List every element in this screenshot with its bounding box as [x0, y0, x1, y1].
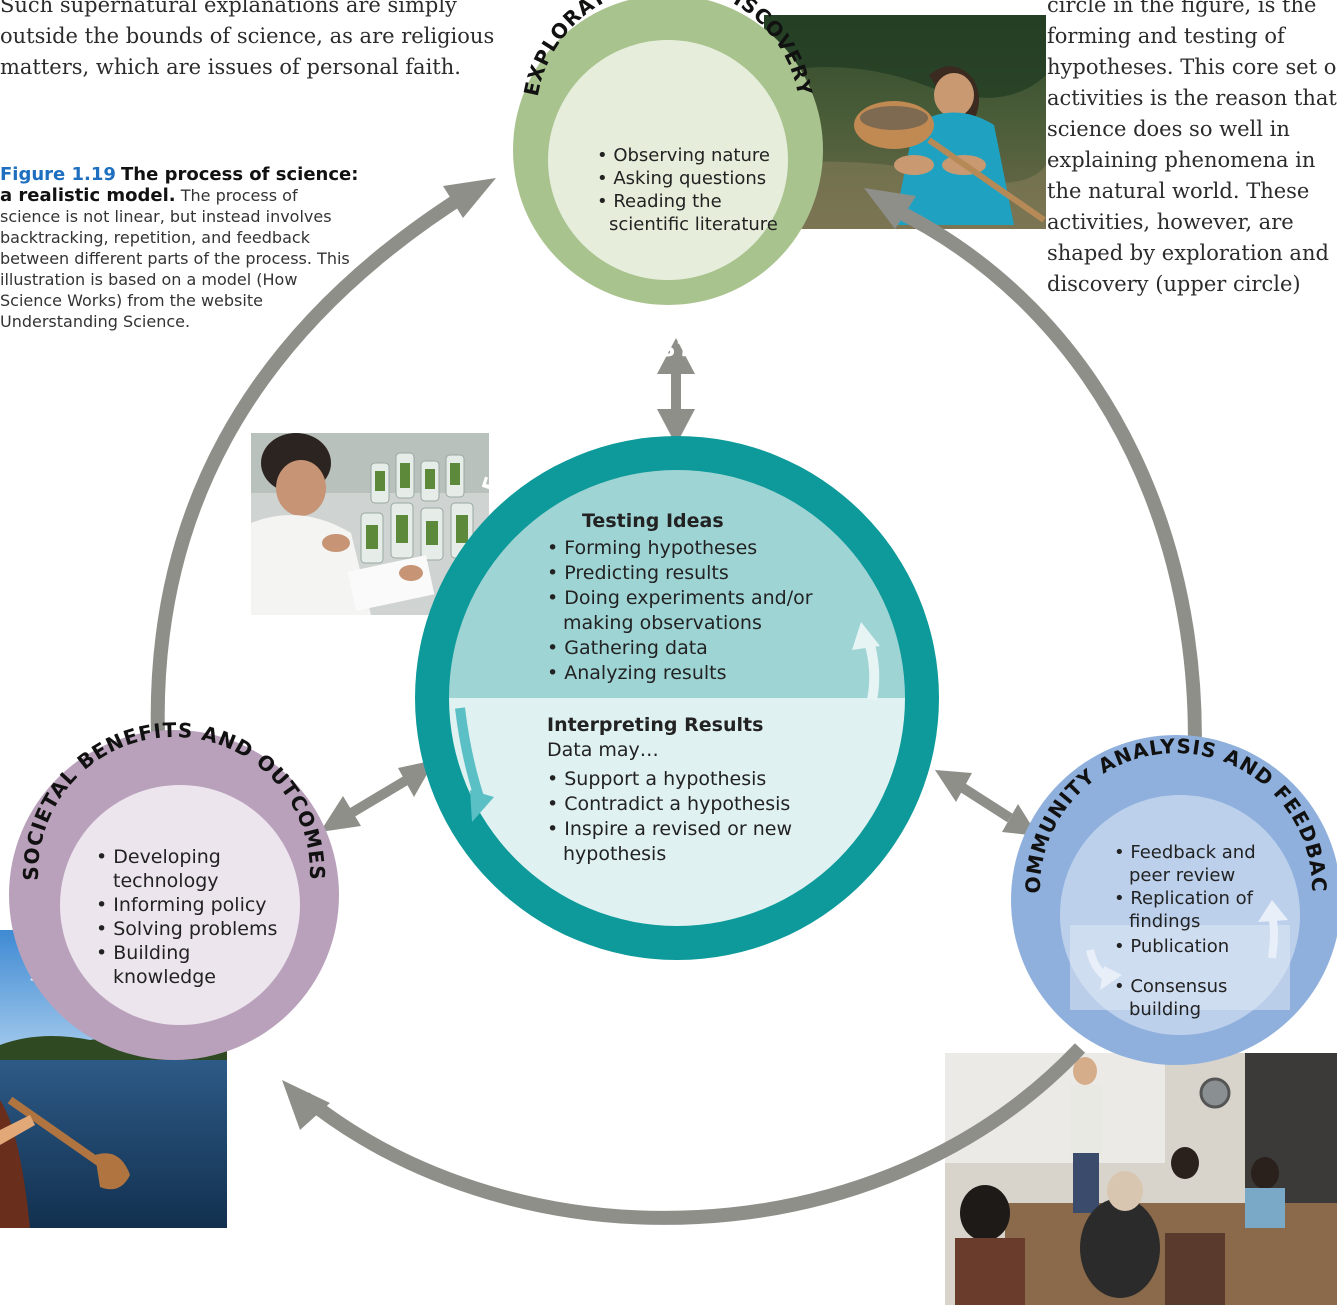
community-arrowhead-down	[1100, 966, 1122, 990]
meeting-photo	[945, 1053, 1337, 1305]
societal-item-1: • Developing	[96, 846, 221, 868]
interpreting-item-1: • Support a hypothesis	[547, 768, 766, 790]
testing-item-4: making observations	[563, 612, 762, 634]
interpreting-item-4: hypothesis	[563, 843, 666, 865]
societal-item-5: • Building	[96, 942, 190, 964]
figure-caption: Figure 1.19 The process of science: a re…	[0, 164, 360, 332]
testing-ideas-heading: Testing Ideas	[582, 510, 724, 532]
arrow-exploration-to-community	[882, 198, 1202, 821]
testing-item-3: • Doing experiments and/or	[547, 587, 813, 609]
interpreting-sub: Data may…	[547, 739, 659, 761]
interpreting-item-3: • Inspire a revised or new	[547, 818, 792, 840]
arrowhead-societal-left	[320, 796, 361, 832]
societal-item-4: • Solving problems	[96, 918, 277, 940]
community-item-2: peer review	[1129, 865, 1235, 886]
testing-circle: FORMING AND TESTING HYPOTHESES Testing I…	[415, 337, 939, 960]
community-arrowhead-up	[1258, 900, 1288, 922]
community-item-3: • Replication of	[1114, 888, 1254, 909]
interpreting-heading: Interpreting Results	[547, 714, 763, 736]
exploration-item-1: • Observing nature	[597, 145, 770, 166]
double-arrow-testing-community	[957, 781, 1013, 823]
community-item-7: building	[1129, 999, 1201, 1020]
exploration-inner	[548, 40, 788, 280]
testing-item-1: • Forming hypotheses	[547, 537, 757, 559]
community-lower-panel	[1070, 925, 1290, 1010]
arrowhead-exploration-right	[864, 188, 916, 229]
figure-caption-text: The process of science is not linear, bu…	[0, 186, 350, 331]
testing-item-2: • Predicting results	[547, 562, 729, 584]
societal-circle: SOCIETAL BENEFITS AND OUTCOMES • Develop…	[9, 718, 339, 1060]
community-arrow-up	[1268, 916, 1278, 959]
arrowhead-exploration	[443, 178, 496, 218]
arrowhead-societal	[282, 1080, 330, 1130]
inner-arrow-down	[455, 707, 485, 802]
side-paragraph: circle in the figure, is the forming and…	[1047, 0, 1337, 296]
exploration-circle: EXPLORATION AND DISCOVERY • Observing na…	[513, 0, 823, 305]
arrowhead-testing-right	[935, 770, 972, 802]
exploration-item-2: • Asking questions	[597, 168, 766, 189]
exploration-item-3: • Reading the	[597, 191, 722, 212]
societal-item-3: • Informing policy	[96, 894, 267, 916]
community-item-4: findings	[1129, 911, 1200, 932]
societal-item-6: knowledge	[113, 966, 216, 988]
testing-item-5: • Gathering data	[547, 637, 708, 659]
exploration-item-4: scientific literature	[609, 214, 778, 235]
arrow-societal-to-exploration	[150, 186, 474, 776]
community-item-1: • Feedback and	[1114, 842, 1256, 863]
inner-arrowhead-up	[852, 622, 880, 650]
outer-cycle-arrowheads	[282, 178, 916, 1130]
inner-arrowhead-down	[470, 790, 494, 822]
double-arrow-societal-testing	[345, 773, 413, 820]
intro-paragraph: Such supernatural explanations are simpl…	[0, 0, 495, 79]
figure-label: Figure 1.19	[0, 164, 116, 185]
arrowhead-down	[657, 409, 695, 445]
testing-item-6: • Analyzing results	[547, 662, 727, 684]
outer-cycle-arrows	[150, 186, 1202, 1225]
arrow-community-to-societal	[300, 1043, 1086, 1225]
figure-title: The process of science: a realistic mode…	[0, 164, 359, 206]
community-item-6: • Consensus	[1114, 976, 1227, 997]
community-item-5: • Publication	[1114, 936, 1229, 957]
arrowhead-up	[657, 338, 695, 374]
societal-item-2: technology	[113, 870, 219, 892]
interpreting-item-2: • Contradict a hypothesis	[547, 793, 790, 815]
societal-inner	[60, 785, 300, 1025]
